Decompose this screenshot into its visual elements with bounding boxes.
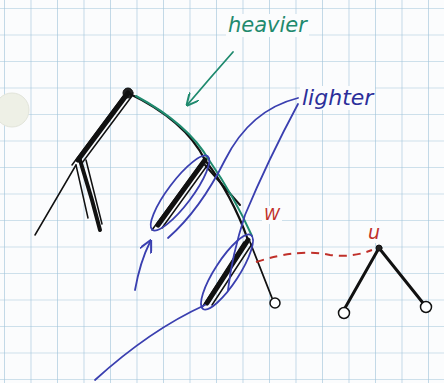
punch-hole — [0, 93, 29, 127]
dashed-link — [256, 250, 372, 262]
lighter-marks — [95, 98, 298, 380]
variable-u: u — [366, 222, 382, 243]
annotation-heavier: heavier — [226, 14, 309, 37]
variable-w: W — [262, 206, 282, 224]
annotation-lighter: lighter — [300, 86, 375, 110]
pendulum-chain — [35, 88, 432, 319]
